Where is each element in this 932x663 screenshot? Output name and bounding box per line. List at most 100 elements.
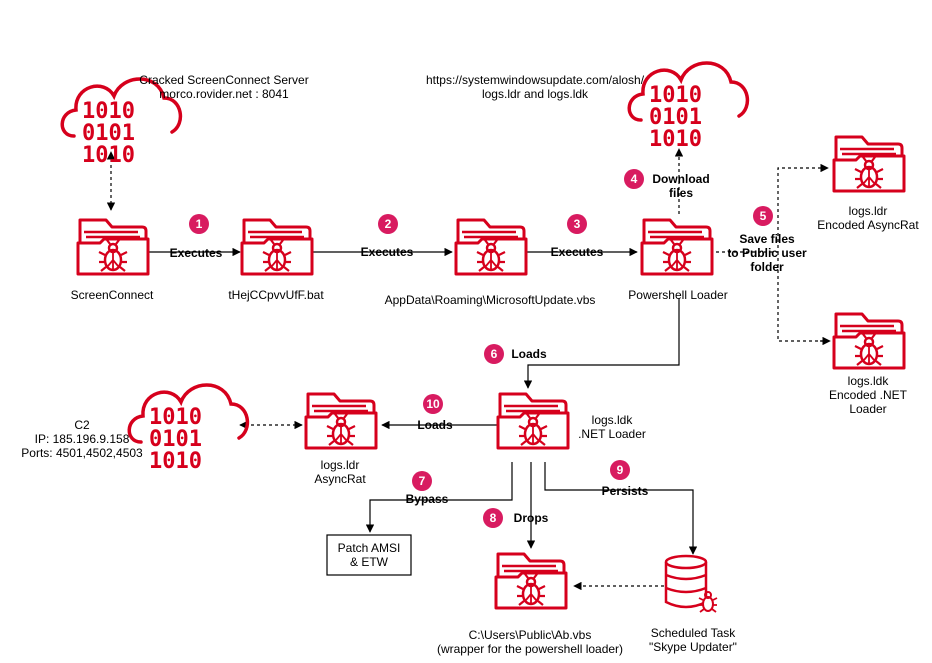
edge-label-download-line: Download bbox=[652, 172, 709, 186]
edge-label-loads-6-line: Loads bbox=[511, 347, 547, 361]
binary-row-1: 1010 bbox=[649, 83, 702, 108]
download-url-label: https://systemwindowsupdate.com/alosh/lo… bbox=[426, 73, 645, 101]
logs-ldr-asyncrat-label-line: AsyncRat bbox=[314, 472, 366, 486]
step-badge: 3 bbox=[567, 214, 587, 234]
bat-label-line: tHejCCpvvUfF.bat bbox=[228, 288, 324, 302]
binary-row-2: 0101 bbox=[649, 105, 702, 130]
edge-label-download-line: files bbox=[669, 186, 693, 200]
binary-row-1: 1010 bbox=[82, 99, 135, 124]
logs-ldr-encoded-label-line: logs.ldr bbox=[849, 204, 888, 218]
c2-label-line: Ports: 4501,4502,4503 bbox=[21, 446, 143, 460]
svg-text:9: 9 bbox=[617, 463, 624, 477]
folder-bug-icon bbox=[832, 312, 906, 370]
step-badge: 10 bbox=[423, 394, 443, 414]
patch-label-line: & ETW bbox=[350, 555, 389, 569]
edge-label-executes-1-line: Executes bbox=[170, 246, 223, 260]
edge-label-save-line: Save files bbox=[739, 232, 795, 246]
edge-label-bypass: Bypass bbox=[406, 492, 449, 506]
edge-label-executes-2: Executes bbox=[361, 245, 414, 259]
step-badge: 5 bbox=[753, 206, 773, 226]
ps-loader-label: Powershell Loader bbox=[628, 288, 727, 302]
patch-box bbox=[326, 534, 412, 576]
edge-label-persists-line: Persists bbox=[602, 484, 649, 498]
svg-text:7: 7 bbox=[419, 474, 426, 488]
edge-label-save-line: to Public user bbox=[727, 246, 807, 260]
step-badge: 1 bbox=[189, 214, 209, 234]
edge-label-loads-10: Loads bbox=[417, 418, 453, 432]
step-badge: 2 bbox=[378, 214, 398, 234]
database-bug-icon bbox=[664, 554, 718, 613]
edge-label-persists: Persists bbox=[602, 484, 649, 498]
edge-label-drops-line: Drops bbox=[514, 511, 549, 525]
ab-vbs-label-line: C:\Users\Public\Ab.vbs bbox=[469, 628, 592, 642]
logs-ldk-encoded-label-line: Loader bbox=[849, 402, 886, 416]
vbs-label: AppData\Roaming\MicrosoftUpdate.vbs bbox=[385, 293, 596, 307]
edge-label-loads-6: Loads bbox=[511, 347, 547, 361]
screenconnect-server-label-line: morco.rovider.net : 8041 bbox=[159, 87, 289, 101]
edge-label-executes-1: Executes bbox=[170, 246, 223, 260]
svg-text:4: 4 bbox=[631, 172, 638, 186]
step-badge: 4 bbox=[624, 169, 644, 189]
step-badge: 8 bbox=[483, 508, 503, 528]
sched-task-label: Scheduled Task"Skype Updater" bbox=[649, 626, 737, 654]
logs-ldk-loader-label-line: logs.ldk bbox=[592, 413, 634, 427]
folder-bug-icon bbox=[454, 218, 528, 276]
bat-label: tHejCCpvvUfF.bat bbox=[228, 288, 324, 302]
ps-loader-label-line: Powershell Loader bbox=[628, 288, 727, 302]
folder-bug-icon bbox=[76, 218, 150, 276]
cloud-binary-icon: 1010 0101 1010 bbox=[60, 77, 183, 168]
patch-label-line: Patch AMSI bbox=[338, 541, 401, 555]
sched-task-label-line: Scheduled Task bbox=[651, 626, 737, 640]
logs-ldr-asyncrat-label-line: logs.ldr bbox=[321, 458, 360, 472]
folder-bug-icon bbox=[494, 552, 568, 610]
screenconnect-label-line: ScreenConnect bbox=[71, 288, 154, 302]
svg-text:10: 10 bbox=[426, 397, 440, 411]
edge-label-executes-3: Executes bbox=[551, 245, 604, 259]
logs-ldr-encoded-label-line: Encoded AsyncRat bbox=[817, 218, 919, 232]
cloud-binary-icon: 1010 0101 1010 bbox=[627, 61, 750, 152]
c2-label-line: IP: 185.196.9.158 bbox=[35, 432, 130, 446]
step-badge: 9 bbox=[610, 460, 630, 480]
binary-row-3: 1010 bbox=[649, 127, 702, 152]
svg-text:1: 1 bbox=[196, 217, 203, 231]
cloud-binary-icon: 1010 0101 1010 bbox=[127, 383, 250, 474]
ab-vbs-label: C:\Users\Public\Ab.vbs(wrapper for the p… bbox=[437, 628, 623, 656]
connectors bbox=[106, 148, 831, 591]
binary-row-3: 1010 bbox=[149, 449, 202, 474]
edge-label-executes-3-line: Executes bbox=[551, 245, 604, 259]
svg-text:5: 5 bbox=[760, 209, 767, 223]
edge-label-bypass-line: Bypass bbox=[406, 492, 449, 506]
svg-text:8: 8 bbox=[490, 511, 497, 525]
c2-label-line: C2 bbox=[74, 418, 90, 432]
patch-label: Patch AMSI& ETW bbox=[338, 541, 401, 569]
binary-row-3: 1010 bbox=[82, 143, 135, 168]
logs-ldk-loader-label-line: .NET Loader bbox=[578, 427, 646, 441]
folder-bug-icon bbox=[496, 392, 570, 450]
step-badge: 7 bbox=[412, 471, 432, 491]
logs-ldk-encoded-label-line: logs.ldk bbox=[848, 374, 890, 388]
logs-ldk-loader-label: logs.ldk.NET Loader bbox=[578, 413, 646, 441]
folder-bug-icon bbox=[304, 392, 378, 450]
edge-label-drops: Drops bbox=[514, 511, 549, 525]
edge-label-save-line: folder bbox=[750, 260, 784, 274]
logs-ldk-encoded-label-line: Encoded .NET bbox=[829, 388, 908, 402]
screenconnect-label: ScreenConnect bbox=[71, 288, 154, 302]
folder-bug-icon bbox=[640, 218, 714, 276]
step-badges: 1 2 3 4 5 6 7 8 9 10 bbox=[189, 169, 773, 528]
svg-text:2: 2 bbox=[385, 217, 392, 231]
download-url-label-line: https://systemwindowsupdate.com/alosh/ bbox=[426, 73, 645, 87]
vbs-label-line: AppData\Roaming\MicrosoftUpdate.vbs bbox=[385, 293, 596, 307]
sched-task-label-line: "Skype Updater" bbox=[649, 640, 737, 654]
screenconnect-server-label-line: Cracked ScreenConnect Server bbox=[139, 73, 308, 87]
binary-row-2: 0101 bbox=[82, 121, 135, 146]
download-url-label-line: logs.ldr and logs.ldk bbox=[482, 87, 589, 101]
